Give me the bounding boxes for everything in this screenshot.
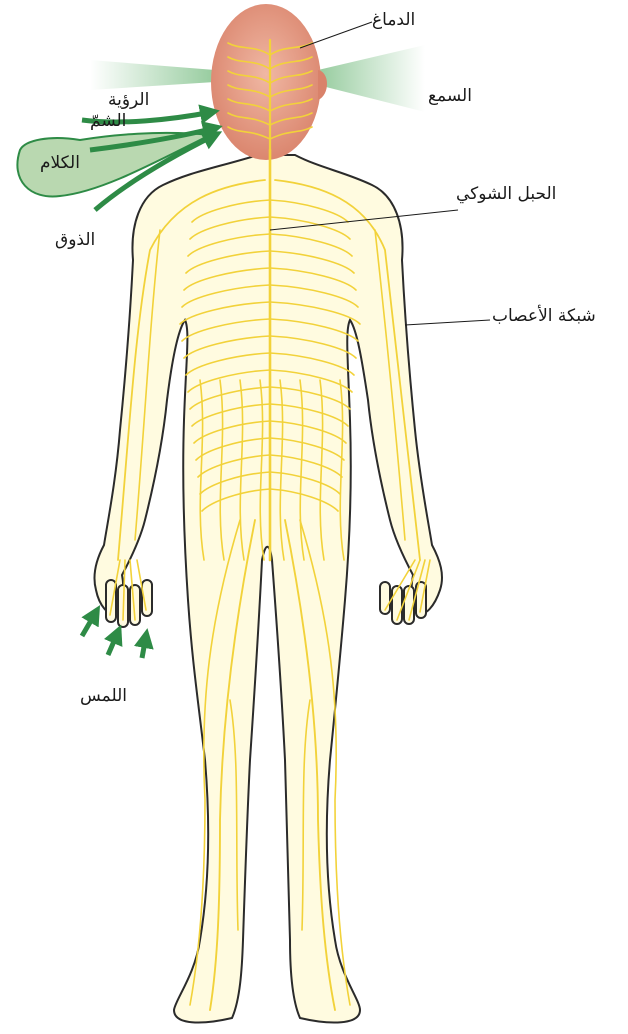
touch-arrow-3	[142, 636, 146, 658]
taste-label: الذوق	[55, 232, 95, 249]
hearing-beam	[318, 45, 425, 112]
nerve-network	[110, 40, 430, 1010]
nerve-network-label: شبكة الأعصاب	[492, 308, 596, 325]
vision-label: الرؤية	[108, 92, 149, 109]
spinal-cord-label: الحبل الشوكي	[456, 186, 556, 203]
hearing-label: السمع	[428, 88, 472, 105]
speech-label: الكلام	[40, 155, 80, 172]
touch-arrow-1	[82, 612, 96, 636]
touch-arrow-2	[108, 632, 118, 655]
smell-label: الشمّ	[90, 113, 126, 130]
vision-beam	[90, 60, 215, 90]
brain-label: الدماغ	[372, 12, 415, 29]
touch-label: اللمس	[80, 688, 127, 705]
